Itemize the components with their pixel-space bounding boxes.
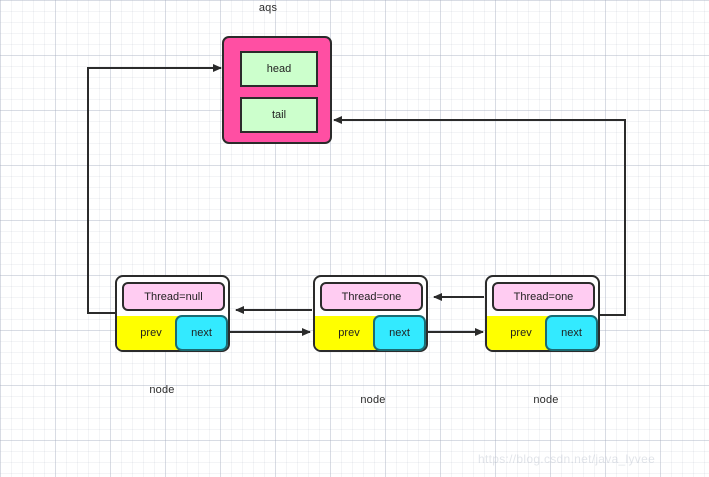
node-1-prev-field: prev: [117, 316, 185, 350]
node-box-1: Thread=null prev next: [115, 275, 230, 352]
node-3-thread-field: Thread=one: [492, 282, 595, 311]
node-1-next-field: next: [175, 315, 228, 351]
node-2-prev-field: prev: [315, 316, 383, 350]
node-2-next-field: next: [373, 315, 426, 351]
node-2-thread-field: Thread=one: [320, 282, 423, 311]
watermark: https://blog.csdn.net/java_lyvee: [478, 452, 656, 466]
aqs-head-slot: head: [240, 51, 318, 87]
node-3-caption: node: [533, 394, 559, 406]
node-3-next-field: next: [545, 315, 598, 351]
node-1-thread-field: Thread=null: [122, 282, 225, 311]
node-box-2: Thread=one prev next: [313, 275, 428, 352]
aqs-caption: aqs: [258, 2, 278, 14]
aqs-container: head tail: [222, 36, 332, 144]
node-2-caption: node: [360, 394, 386, 406]
aqs-tail-slot: tail: [240, 97, 318, 133]
node-box-3: Thread=one prev next: [485, 275, 600, 352]
node-1-caption: node: [149, 384, 175, 396]
node-3-prev-field: prev: [487, 316, 555, 350]
